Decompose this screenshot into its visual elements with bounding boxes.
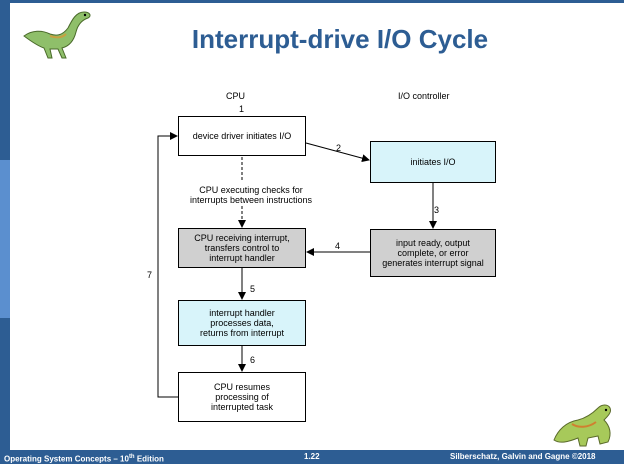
input-ready-box: input ready, output complete, or error g… [370, 229, 496, 277]
interrupt-handler-box: interrupt handler processes data, return… [178, 300, 306, 346]
arrow-step-2 [305, 142, 370, 163]
top-accent-bar [10, 0, 624, 3]
cpu-receiving-interrupt-box: CPU receiving interrupt, transfers contr… [178, 228, 306, 268]
step-number-5: 5 [250, 284, 256, 294]
arrow-step-7 [157, 132, 178, 398]
cpu-resumes-box: CPU resumes processing of interrupted ta… [178, 372, 306, 422]
dinosaur-logo-icon [23, 11, 91, 59]
cpu-column-label: CPU [226, 91, 246, 101]
initiates-io-box: initiates I/O [370, 141, 496, 183]
io-controller-column-label: I/O controller [398, 91, 450, 101]
page-title: Interrupt-drive I/O Cycle [191, 24, 489, 54]
step-number-3: 3 [434, 205, 440, 215]
cpu-checking-text: CPU executing checks for interrupts betw… [189, 185, 313, 205]
footer-course-title: Operating System Concepts – 10th Edition [4, 454, 164, 464]
footer-page-number: 1.22 [304, 452, 320, 461]
step-number-4: 4 [335, 241, 341, 251]
step-number-6: 6 [250, 355, 256, 365]
left-sidebar-bar [0, 0, 10, 464]
device-driver-box: device driver initiates I/O [178, 116, 306, 156]
step-number-1: 1 [239, 104, 245, 114]
step-number-2: 2 [336, 143, 342, 153]
step-number-7: 7 [147, 270, 153, 280]
footer-bar: Operating System Concepts – 10th Edition… [0, 450, 624, 464]
footer-copyright: Silberschatz, Galvin and Gagne ©2018 [450, 452, 596, 461]
dinosaur-footer-icon [553, 404, 611, 447]
